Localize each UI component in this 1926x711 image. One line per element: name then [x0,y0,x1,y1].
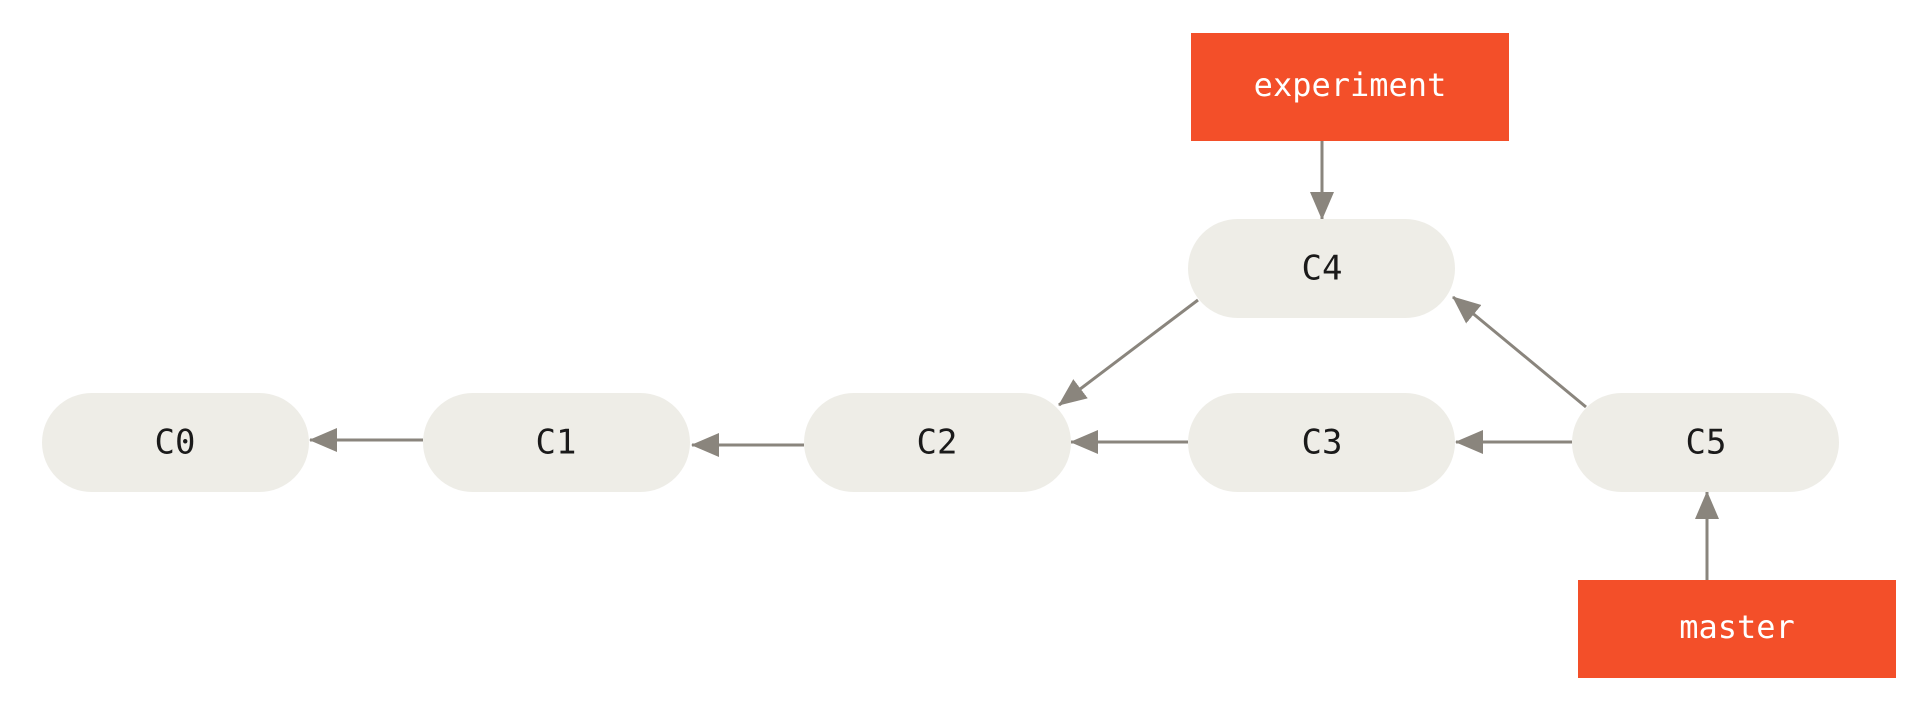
branch-master: master [1578,580,1896,678]
commit-c4: C4 [1188,219,1455,318]
branch-label: experiment [1254,66,1447,104]
commit-c5: C5 [1572,393,1839,492]
commit-label: C2 [917,423,958,463]
commit-c3: C3 [1188,393,1455,492]
arrow-c5-to-c4 [1452,295,1587,409]
arrows [309,141,1719,580]
branch-experiment: experiment [1191,33,1509,141]
branch-label: master [1679,608,1795,646]
commit-c1: C1 [423,393,690,492]
commit-label: C0 [155,423,196,463]
commit-label: C1 [536,423,577,463]
commit-label: C5 [1686,423,1727,463]
commit-c2: C2 [804,393,1071,492]
arrow-c4-to-c2 [1058,298,1199,407]
commit-label: C4 [1302,249,1343,289]
commit-c0: C0 [42,393,309,492]
commit-label: C3 [1302,423,1343,463]
